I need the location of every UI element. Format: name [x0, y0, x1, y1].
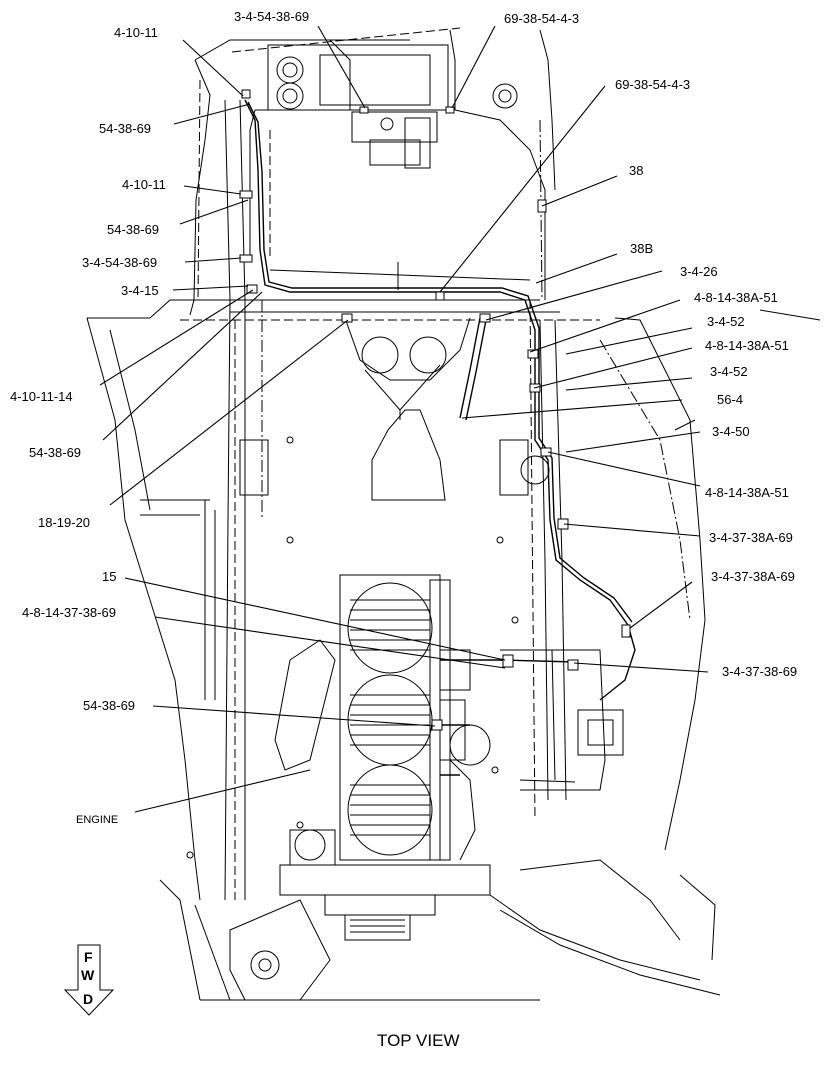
callout-label: 4-10-11 — [122, 177, 166, 192]
callout-label: 54-38-69 — [107, 222, 159, 237]
callout-label: 4-8-14-38A-51 — [694, 290, 778, 305]
callout-label: 3-4-37-38-69 — [722, 664, 797, 679]
callout-label: 38B — [630, 241, 653, 256]
fwd-letter: D — [83, 991, 93, 1007]
callout-labels: 4-10-11 3-4-54-38-69 69-38-54-4-3 69-38-… — [10, 9, 797, 826]
callout-label: 18-19-20 — [38, 515, 90, 530]
callout-label: 54-38-69 — [83, 698, 135, 713]
callout-label: ENGINE — [76, 814, 118, 826]
callout-label: 3-4-52 — [707, 314, 745, 329]
callout-label: 4-8-14-38A-51 — [705, 338, 789, 353]
callout-label: 69-38-54-4-3 — [615, 77, 690, 92]
callout-label: 4-10-11 — [114, 25, 158, 40]
callout-label: 3-4-52 — [710, 364, 748, 379]
callout-label: 54-38-69 — [99, 121, 151, 136]
forward-arrow-icon: F W D — [63, 944, 115, 1016]
view-title: TOP VIEW — [377, 1031, 460, 1050]
callout-label: 3-4-26 — [680, 264, 718, 279]
callout-label: 38 — [629, 163, 643, 178]
callout-label: 3-4-54-38-69 — [82, 255, 157, 270]
callout-label: 3-4-37-38A-69 — [711, 569, 795, 584]
callout-label: 54-38-69 — [29, 445, 81, 460]
engine-block — [159, 574, 721, 1001]
callout-label: 15 — [102, 569, 116, 584]
callout-label: 56-4 — [717, 392, 743, 407]
callout-label: 69-38-54-4-3 — [504, 11, 579, 26]
callout-label: 4-8-14-38A-51 — [705, 485, 789, 500]
callout-label: 3-4-54-38-69 — [234, 9, 309, 24]
callout-label: 3-4-15 — [121, 283, 159, 298]
fwd-letter: F — [84, 949, 93, 965]
fwd-letter: W — [81, 967, 95, 983]
leader-lines — [99, 25, 709, 813]
callout-label: 4-10-11-14 — [10, 389, 73, 404]
callout-label: 4-8-14-37-38-69 — [22, 605, 116, 620]
callout-label: 3-4-37-38A-69 — [709, 530, 793, 545]
machine-frame — [86, 27, 821, 901]
callout-label: 3-4-50 — [712, 424, 750, 439]
